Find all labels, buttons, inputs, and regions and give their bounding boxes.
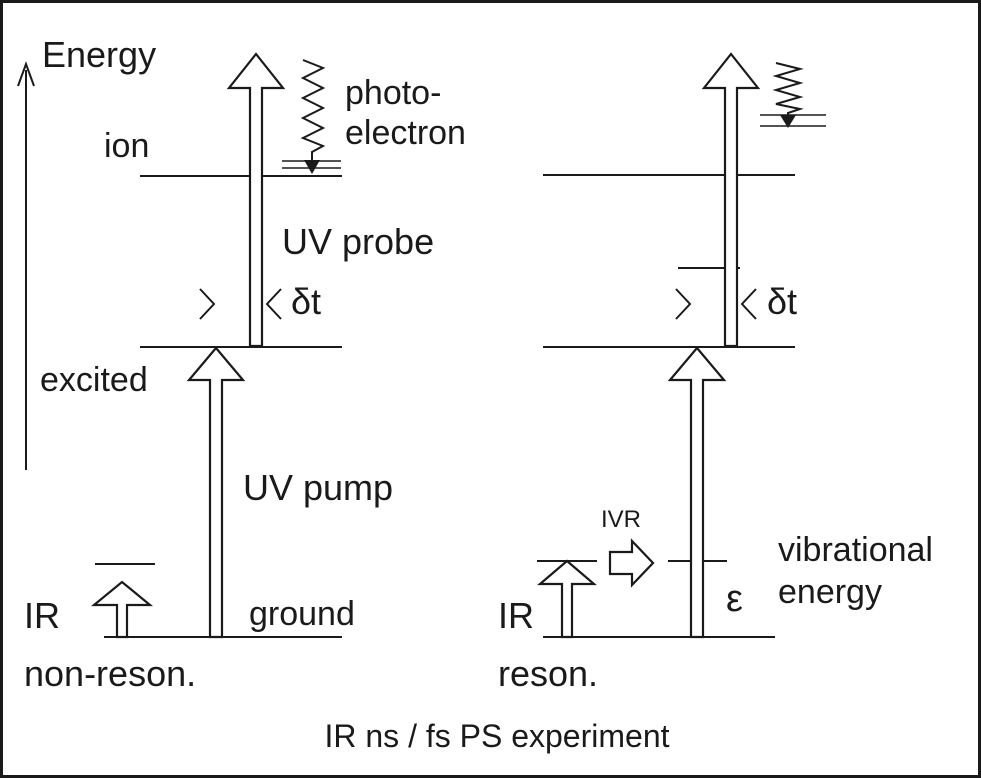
right-delay-bracket-close (740, 288, 757, 320)
left-ir-arrow (90, 580, 154, 639)
right-ir-arrow (537, 559, 597, 639)
right-scheme (537, 52, 826, 639)
ir-left-label: IR (24, 595, 60, 636)
caption: IR ns / fs PS experiment (324, 718, 669, 754)
right-uv-probe-arrow (701, 52, 761, 348)
vibrational-label: vibrational (778, 531, 933, 569)
photo-label: photo- (345, 74, 441, 112)
right-photoelectron-arrowhead-icon (780, 115, 796, 128)
left-photoelectron-arrowhead-icon (304, 160, 320, 174)
uv-probe-label: UV probe (282, 221, 434, 262)
right-delay-bracket-open (675, 288, 692, 320)
ion-label: ion (104, 127, 149, 165)
epsilon-label: ε (726, 578, 743, 620)
ivr-label: IVR (601, 506, 641, 533)
delta-t-right-label: δt (767, 281, 797, 322)
excited-label: excited (40, 361, 148, 399)
uv-pump-label: UV pump (243, 467, 393, 508)
right-photoelectron-zigzag-icon (772, 62, 804, 119)
left-scheme (90, 52, 342, 639)
non-reson-label: non-reson. (24, 653, 196, 694)
vibrational-energy-label: energy (778, 573, 882, 611)
electron-label: electron (345, 114, 466, 152)
ground-label: ground (249, 595, 355, 633)
ir-right-label: IR (498, 595, 534, 636)
left-delay-bracket-close (265, 288, 282, 320)
ivr-arrow-icon (608, 538, 655, 588)
left-uv-probe-arrow (226, 52, 286, 348)
left-delay-bracket-open (199, 288, 216, 320)
left-photoelectron-zigzag-icon (300, 59, 326, 164)
delta-t-left-label: δt (291, 281, 321, 322)
energy-axis-label: Energy (42, 34, 156, 75)
energy-axis (17, 61, 35, 470)
left-uv-pump-arrow (186, 346, 246, 639)
right-uv-pump-arrow (667, 346, 727, 639)
reson-label: reson. (498, 653, 598, 694)
